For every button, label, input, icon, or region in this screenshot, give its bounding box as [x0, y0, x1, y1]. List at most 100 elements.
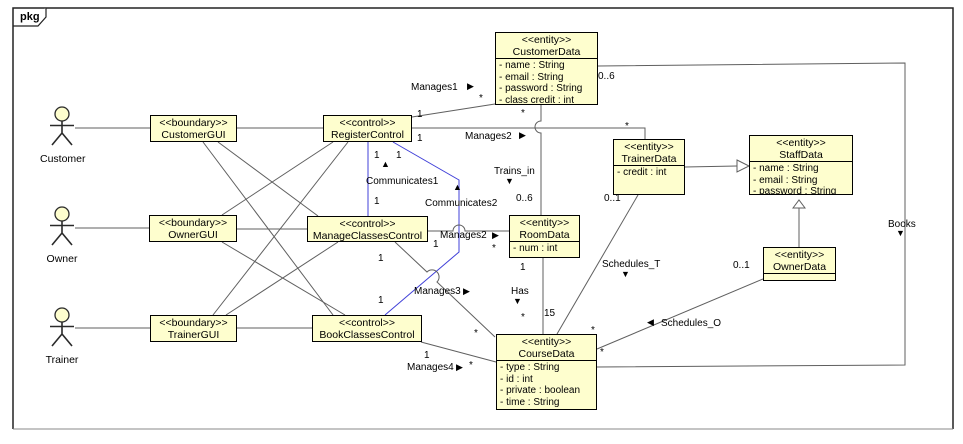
class-name: OwnerGUI: [168, 229, 218, 241]
edge-ownergui-bookclassescontrol: [221, 241, 346, 316]
package-frame: [12, 7, 954, 429]
edge-manages4: [420, 341, 497, 363]
class-name: StaffData: [779, 149, 823, 161]
attribute-line: - password : String: [499, 83, 583, 94]
stereotype-label: <<boundary>>: [159, 117, 228, 129]
stereotype-label: <<entity>>: [776, 137, 826, 149]
edge-manages2-roomdata: [428, 224, 509, 232]
stereotype-label: <<entity>>: [521, 34, 572, 46]
package-tab-label: pkg: [20, 11, 40, 23]
attribute-line: - num : int: [513, 243, 558, 254]
class-name: ManageClassesControl: [312, 230, 423, 242]
class-name: CustomerGUI: [161, 129, 226, 141]
edge-customergui-manageclassescontrol: [217, 141, 319, 217]
stick-figure-icon: [50, 307, 74, 347]
actor-trainer[interactable]: Trainer: [40, 307, 84, 366]
class-header: <<control>>ManageClassesControl: [308, 217, 427, 242]
attribute-line: - class credit : int: [499, 94, 575, 106]
class-manage-classes-control[interactable]: <<control>>ManageClassesControl: [307, 216, 428, 242]
class-header: <<entity>>CourseData: [497, 335, 596, 360]
class-header: <<entity>>RoomData: [510, 216, 579, 241]
class-name: CustomerData: [512, 46, 581, 58]
stereotype-label: <<entity>>: [774, 249, 825, 261]
edge-customergui-bookclassescontrol: [202, 141, 334, 316]
class-name: TrainerData: [621, 153, 677, 165]
attribute-line: - name : String: [753, 163, 819, 174]
stereotype-label: <<boundary>>: [159, 317, 228, 329]
class-name: OwnerData: [772, 261, 827, 273]
class-book-classes-control[interactable]: <<control>>BookClassesControl: [312, 315, 422, 342]
class-header: <<entity>>StaffData: [750, 136, 852, 161]
stereotype-label: <<control>>: [339, 117, 396, 129]
class-owner-gui[interactable]: <<boundary>>OwnerGUI: [149, 215, 237, 242]
stick-figure-icon: [50, 206, 74, 246]
attribute-line: - private : boolean: [500, 385, 581, 396]
class-staff-data[interactable]: <<entity>>StaffData- name : String- emai…: [749, 135, 853, 195]
class-trainer-data[interactable]: <<entity>>TrainerData - credit : int: [613, 139, 685, 195]
stick-figure-icon: [50, 106, 74, 146]
class-header: <<entity>>OwnerData: [764, 248, 835, 273]
stereotype-label: <<control>>: [339, 218, 396, 230]
actor-label: Trainer: [45, 354, 79, 366]
attributes-compartment: - name : String- email : String- passwor…: [496, 58, 597, 105]
edge-trainergui-manageclassescontrol: [225, 241, 339, 316]
class-header: <<boundary>>TrainerGUI: [151, 316, 236, 341]
class-header: <<boundary>>OwnerGUI: [150, 216, 236, 241]
attributes-compartment: [764, 273, 835, 281]
class-header: <<boundary>>CustomerGUI: [151, 116, 236, 141]
actor-owner[interactable]: Owner: [40, 206, 84, 265]
class-register-control[interactable]: <<control>>RegisterControl: [323, 115, 412, 142]
generalization-arrowhead-icon: [792, 199, 806, 209]
stereotype-label: <<entity>>: [519, 217, 570, 229]
attribute-line: - email : String: [499, 71, 564, 83]
attribute-line: - type : String: [500, 362, 560, 373]
generalization-trainerdata-staffdata: [684, 165, 738, 168]
actor-label: Customer: [40, 153, 86, 165]
attribute-line: - id : int: [500, 373, 533, 385]
actor-label: Owner: [46, 253, 78, 265]
generalization-arrowhead-icon: [736, 159, 751, 173]
class-name: RoomData: [519, 229, 570, 241]
edge-manages1: [411, 103, 496, 118]
class-room-data[interactable]: <<entity>>RoomData - num : int: [509, 215, 580, 258]
class-header: <<entity>>CustomerData: [496, 33, 597, 58]
edge-communicates2: [384, 141, 460, 316]
attributes-compartment: - credit : int: [614, 165, 684, 195]
attributes-compartment: - name : String- email : String- passwor…: [750, 161, 852, 195]
edge-manages2-trainerdata: [412, 127, 646, 139]
attribute-line: - email : String: [753, 174, 818, 186]
attribute-line: - time : String: [500, 396, 560, 408]
class-customer-gui[interactable]: <<boundary>>CustomerGUI: [150, 115, 237, 142]
edge-schedules-t: [556, 194, 639, 335]
stereotype-label: <<control>>: [338, 317, 396, 329]
class-course-data[interactable]: <<entity>>CourseData- type : String- id …: [496, 334, 597, 410]
edge-schedules-o: [596, 278, 764, 350]
edge-manages3: [394, 241, 496, 338]
class-name: CourseData: [518, 348, 575, 360]
edge-trains-in: [534, 105, 542, 215]
stereotype-label: <<boundary>>: [158, 217, 228, 229]
class-trainer-gui[interactable]: <<boundary>>TrainerGUI: [150, 315, 237, 342]
edge-books: [596, 62, 906, 368]
stereotype-label: <<entity>>: [521, 336, 572, 348]
attribute-line: - password : String: [753, 186, 837, 195]
attributes-compartment: - type : String- id : int- private : boo…: [497, 360, 596, 410]
class-header: <<control>>RegisterControl: [324, 116, 411, 141]
attributes-compartment: - num : int: [510, 241, 579, 258]
class-customer-data[interactable]: <<entity>>CustomerData- name : String- e…: [495, 32, 598, 105]
class-header: <<control>>BookClassesControl: [313, 316, 421, 341]
class-name: RegisterControl: [331, 129, 404, 141]
class-name: BookClassesControl: [319, 329, 415, 341]
class-header: <<entity>>TrainerData: [614, 140, 684, 165]
class-owner-data[interactable]: <<entity>>OwnerData: [763, 247, 836, 281]
edge-ownergui-registercontrol: [221, 141, 334, 216]
class-name: TrainerGUI: [167, 329, 220, 341]
attribute-line: - name : String: [499, 60, 565, 71]
attribute-line: - credit : int: [617, 167, 667, 178]
stereotype-label: <<entity>>: [624, 141, 674, 153]
package-tab: [13, 8, 47, 27]
actor-customer[interactable]: Customer: [40, 106, 86, 165]
